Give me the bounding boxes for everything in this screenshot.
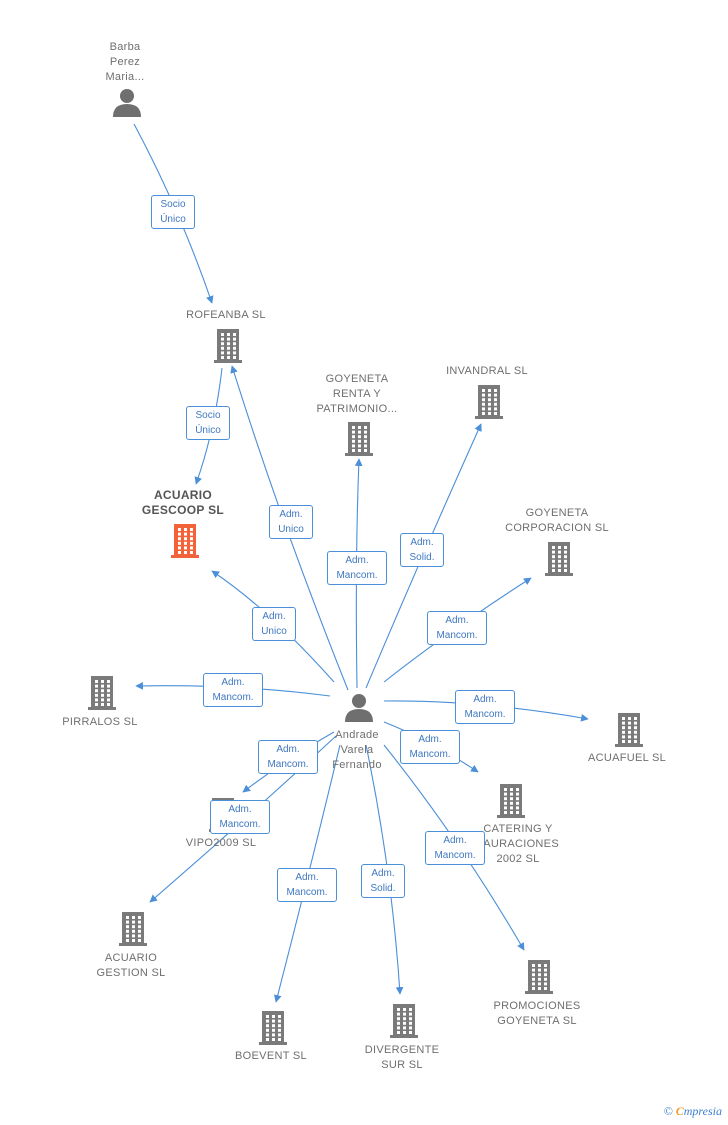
building-icon[interactable]: [544, 540, 574, 581]
node-label: GOYENETA RENTA Y PATRIMONIO...: [316, 373, 398, 415]
edge-label[interactable]: Adm. Mancom.: [425, 831, 485, 865]
edge-label[interactable]: Adm. Mancom.: [327, 551, 387, 585]
node-label: Andrade Varela Fernando: [332, 729, 382, 771]
building-icon[interactable]: [524, 958, 554, 999]
brand-footer: © Cmpresia: [664, 1104, 722, 1119]
node-rofeanba[interactable]: ROFEANBA SL: [171, 308, 281, 323]
building-icon[interactable]: [344, 420, 374, 461]
node-label: Barba Perez Maria...: [105, 41, 145, 83]
node-label: BOEVENT SL: [235, 1050, 307, 1062]
node-acuafuel[interactable]: ACUAFUEL SL: [577, 751, 677, 766]
building-icon[interactable]: [87, 674, 117, 715]
node-andrade[interactable]: Andrade Varela Fernando: [317, 728, 397, 773]
node-acuario_gestion[interactable]: ACUARIO GESTION SL: [81, 951, 181, 981]
edge-label[interactable]: Adm. Mancom.: [400, 730, 460, 764]
node-promociones[interactable]: PROMOCIONES GOYENETA SL: [482, 999, 592, 1029]
brand-initial: C: [675, 1104, 684, 1118]
building-icon[interactable]: [614, 711, 644, 752]
brand-name: mpresia: [683, 1104, 722, 1118]
building-icon[interactable]: [118, 910, 148, 951]
node-catering[interactable]: CATERING Y TAURACIONES 2002 SL: [463, 822, 573, 867]
node-label: CATERING Y TAURACIONES 2002 SL: [477, 823, 559, 865]
edge-label[interactable]: Adm. Solid.: [400, 533, 444, 567]
node-goyeneta_corp[interactable]: GOYENETA CORPORACION SL: [497, 506, 617, 536]
building-icon[interactable]: [258, 1009, 288, 1050]
building-icon[interactable]: [496, 782, 526, 823]
edge-label[interactable]: Adm. Unico: [269, 505, 313, 539]
edge-label[interactable]: Adm. Mancom.: [203, 673, 263, 707]
node-pirralos[interactable]: PIRRALOS SL: [50, 715, 150, 730]
node-label: ROFEANBA SL: [186, 309, 266, 321]
edge-label[interactable]: Adm. Mancom.: [427, 611, 487, 645]
edge-label[interactable]: Adm. Mancom.: [455, 690, 515, 724]
node-label: ACUARIO GESTION SL: [96, 952, 166, 979]
building-icon[interactable]: [213, 327, 243, 368]
edge-label[interactable]: Adm. Unico: [252, 607, 296, 641]
node-label: PIRRALOS SL: [62, 716, 138, 728]
building-icon[interactable]: [170, 522, 200, 563]
node-boevent[interactable]: BOEVENT SL: [221, 1049, 321, 1064]
node-divergente[interactable]: DIVERGENTE SUR SL: [352, 1043, 452, 1073]
edge-label[interactable]: Adm. Mancom.: [277, 868, 337, 902]
edge-label[interactable]: Adm. Mancom.: [210, 800, 270, 834]
node-label: ACUARIO GESCOOP SL: [141, 488, 225, 517]
building-icon[interactable]: [389, 1002, 419, 1043]
node-barba[interactable]: Barba Perez Maria...: [85, 40, 165, 85]
building-icon[interactable]: [474, 383, 504, 424]
node-label: PROMOCIONES GOYENETA SL: [493, 1000, 581, 1027]
person-icon[interactable]: [344, 692, 374, 727]
node-label: ACUAFUEL SL: [587, 752, 667, 764]
edge-label[interactable]: Socio Único: [186, 406, 230, 440]
node-label: INVANDRAL SL: [446, 365, 528, 377]
edge-label[interactable]: Adm. Solid.: [361, 864, 405, 898]
node-label: GOYENETA CORPORACION SL: [505, 507, 609, 534]
node-invandral[interactable]: INVANDRAL SL: [432, 364, 542, 379]
edge-label[interactable]: Adm. Mancom.: [258, 740, 318, 774]
person-icon[interactable]: [112, 87, 142, 122]
copyright-symbol: ©: [663, 1104, 673, 1118]
node-goyeneta_renta[interactable]: GOYENETA RENTA Y PATRIMONIO...: [302, 372, 412, 417]
node-acuario_gescoop[interactable]: ACUARIO GESCOOP SL: [128, 488, 238, 518]
edge-label[interactable]: Socio Único: [151, 195, 195, 229]
node-vipo2009[interactable]: VIPO2009 SL: [171, 836, 271, 851]
node-label: DIVERGENTE SUR SL: [364, 1044, 440, 1071]
node-label: VIPO2009 SL: [185, 837, 257, 849]
